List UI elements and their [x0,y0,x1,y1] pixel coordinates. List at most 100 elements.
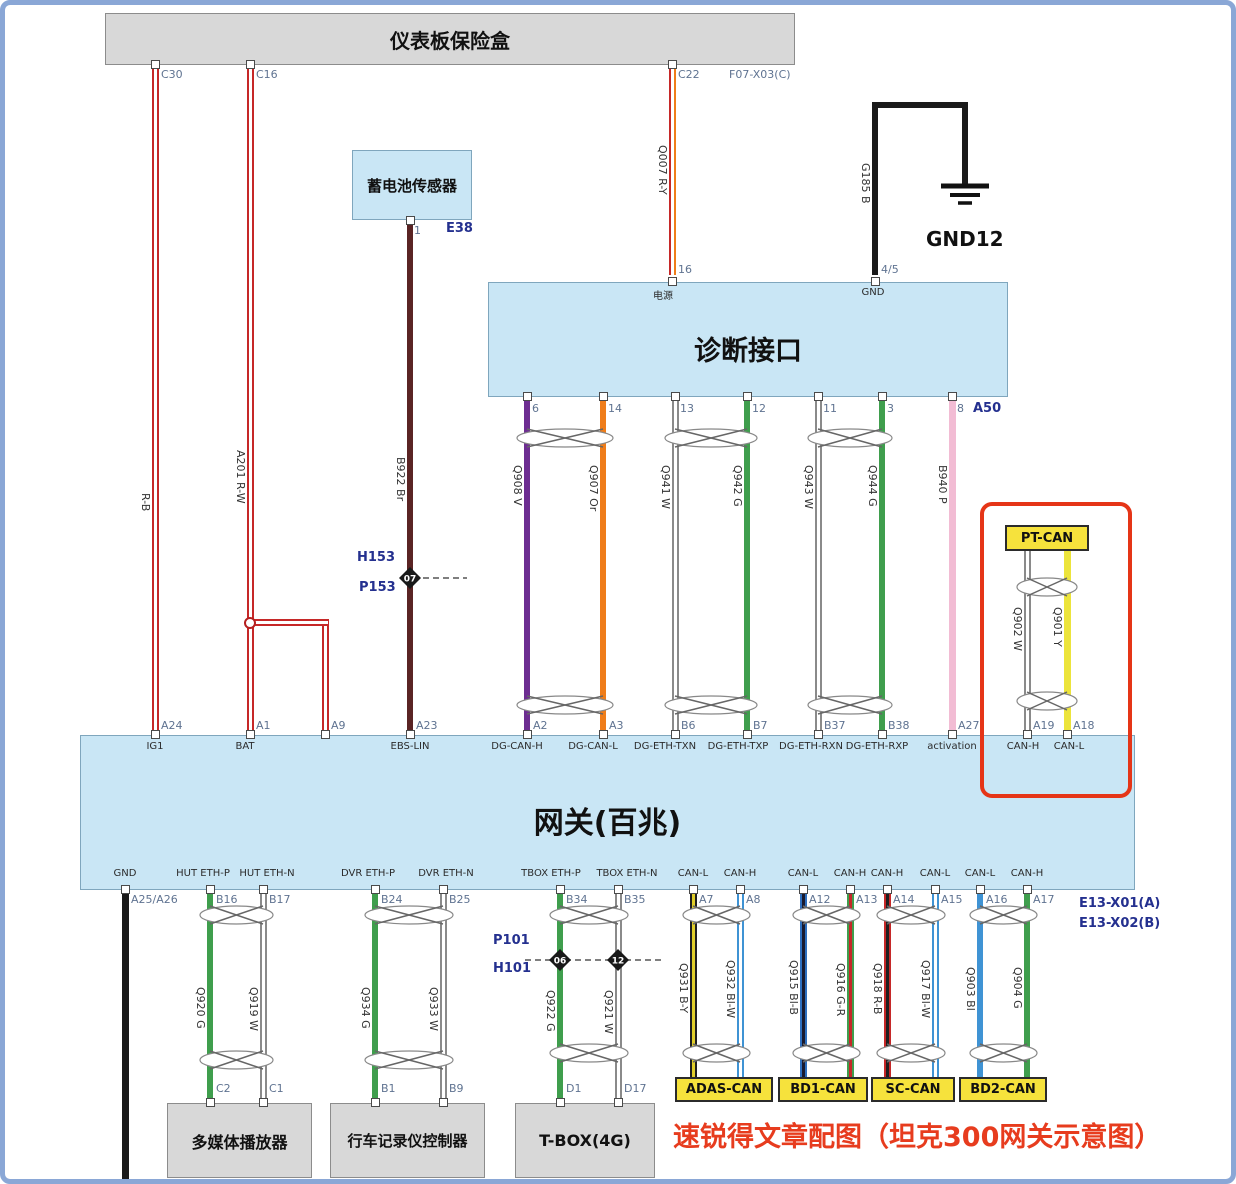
wire-label: Q915 Bl-B [787,960,800,1015]
wire-q919-w [259,890,267,1103]
twisted-pair-symbol [792,1043,861,1063]
wire-label: Q932 Bl-W [724,960,737,1019]
pin-number: A18 [1073,719,1095,732]
wire-q933-w [439,890,447,1103]
twisted-pair-symbol [817,695,883,715]
twisted-pair-symbol [526,428,604,448]
wire-label: Q931 B-Y [677,963,690,1014]
twisted-pair-symbol [817,428,883,448]
wire-label: Q907 Or [587,465,600,512]
tbox-box: T-BOX(4G) [515,1103,655,1178]
twisted-pair-symbol [374,1050,444,1070]
twisted-pair-symbol [817,695,883,715]
twisted-pair-symbol [526,428,604,448]
twisted-pair-symbol [969,1043,1038,1063]
twisted-pair-symbol [516,695,614,715]
pin-number: A27 [958,719,980,732]
pin-number: A3 [609,719,624,732]
multimedia-player-label: 多媒体播放器 [191,1132,288,1152]
twisted-pair-symbol [1016,577,1078,597]
twisted-pair-symbol [692,905,741,925]
twisted-pair-symbol [876,905,946,925]
wire-label: Q934 G [359,987,372,1029]
fuse-box-label: 仪表板保险盒 [390,28,510,53]
can-tag-bd2-can: BD2-CAN [959,1077,1047,1102]
label-p101: P101 [493,933,530,948]
wire [962,105,968,186]
wire-q941-w [671,397,679,735]
wire-q907-or [600,397,606,735]
pin-number: B34 [566,893,588,906]
splice-diamond [399,567,421,589]
caption: 速锐得文章配图（坦克300网关示意图） [673,1122,1162,1153]
label-e13-x02-b-: E13-X02(B) [1079,916,1161,931]
twisted-pair-symbol [807,428,893,448]
twisted-pair-symbol [526,695,604,715]
can-tag-adas-can: ADAS-CAN [675,1077,773,1102]
pin-number: C22 [678,68,700,81]
twisted-pair-symbol [1016,691,1078,711]
twisted-pair-symbol [364,1050,454,1070]
wire-connector [872,102,968,108]
wire-label: Q007 R-Y [656,145,669,195]
wire-label: Q919 W [247,987,260,1032]
pin-number: 3 [887,402,894,415]
label-e13-x01-a-: E13-X01(A) [1079,896,1161,911]
pin-number: A14 [893,893,915,906]
twisted-pair-symbol [674,695,748,715]
twisted-pair-symbol [886,1043,936,1063]
pin-number: C1 [269,1082,284,1095]
wire-q921-w [614,890,622,1103]
pin-number: 12 [752,402,766,415]
can-tag-bd1-can: BD1-CAN [778,1077,868,1102]
pin-number: 6 [532,402,539,415]
twisted-pair-symbol [1026,691,1068,711]
wire-q931-b-y [689,890,697,1077]
wire-label: Q944 G [866,465,879,507]
wire-q920-g [207,890,213,1103]
wire-label: Q904 G [1011,967,1024,1009]
pin-number: B37 [824,719,846,732]
wire-label: Q916 G-R [834,963,847,1017]
twisted-pair-symbol [559,905,619,925]
twisted-pair-symbol [802,905,851,925]
wire-label: Q921 W [602,990,615,1035]
wire-q934-g [372,890,378,1103]
splice-number: 06 [554,957,567,967]
wire-q917-bl-w [931,890,939,1077]
splice-number: 12 [612,957,625,967]
twisted-pair-symbol [526,695,604,715]
twisted-pair-symbol [1026,691,1068,711]
wire-label: G185 B [859,163,872,204]
wire [321,619,329,735]
twisted-pair-symbol [374,1050,444,1070]
twisted-pair-symbol [209,905,264,925]
splice-diamond [549,949,571,971]
wire-q007-r-y [668,65,676,275]
wire-b940-p [948,397,956,735]
pin-number: A23 [416,719,438,732]
twisted-pair-symbol [559,1043,619,1063]
pin-number: C2 [216,1082,231,1095]
pin-number: C16 [256,68,278,81]
twisted-pair-symbol [209,905,264,925]
twisted-pair-symbol [209,1050,264,1070]
twisted-pair-symbol [969,905,1038,925]
tbox-label: T-BOX(4G) [539,1131,631,1150]
wire-label: Q920 G [194,987,207,1029]
wire-label: Q903 Bl [964,967,977,1011]
pin-number: A13 [856,893,878,906]
pin-number: B7 [753,719,768,732]
pin-number: B38 [888,719,910,732]
wire-label: B922 Br [394,457,407,502]
pin-number: A19 [1033,719,1055,732]
pin-number: B1 [381,1082,396,1095]
battery-sensor-label: 蓄电池传感器 [366,176,457,195]
pin-number: D17 [624,1082,647,1095]
pin-number: A8 [746,893,761,906]
pin-number: A24 [161,719,183,732]
pin-number: C30 [161,68,183,81]
twisted-pair-symbol [209,1050,264,1070]
twisted-pair-symbol [199,1050,274,1070]
twisted-pair-symbol [886,1043,936,1063]
